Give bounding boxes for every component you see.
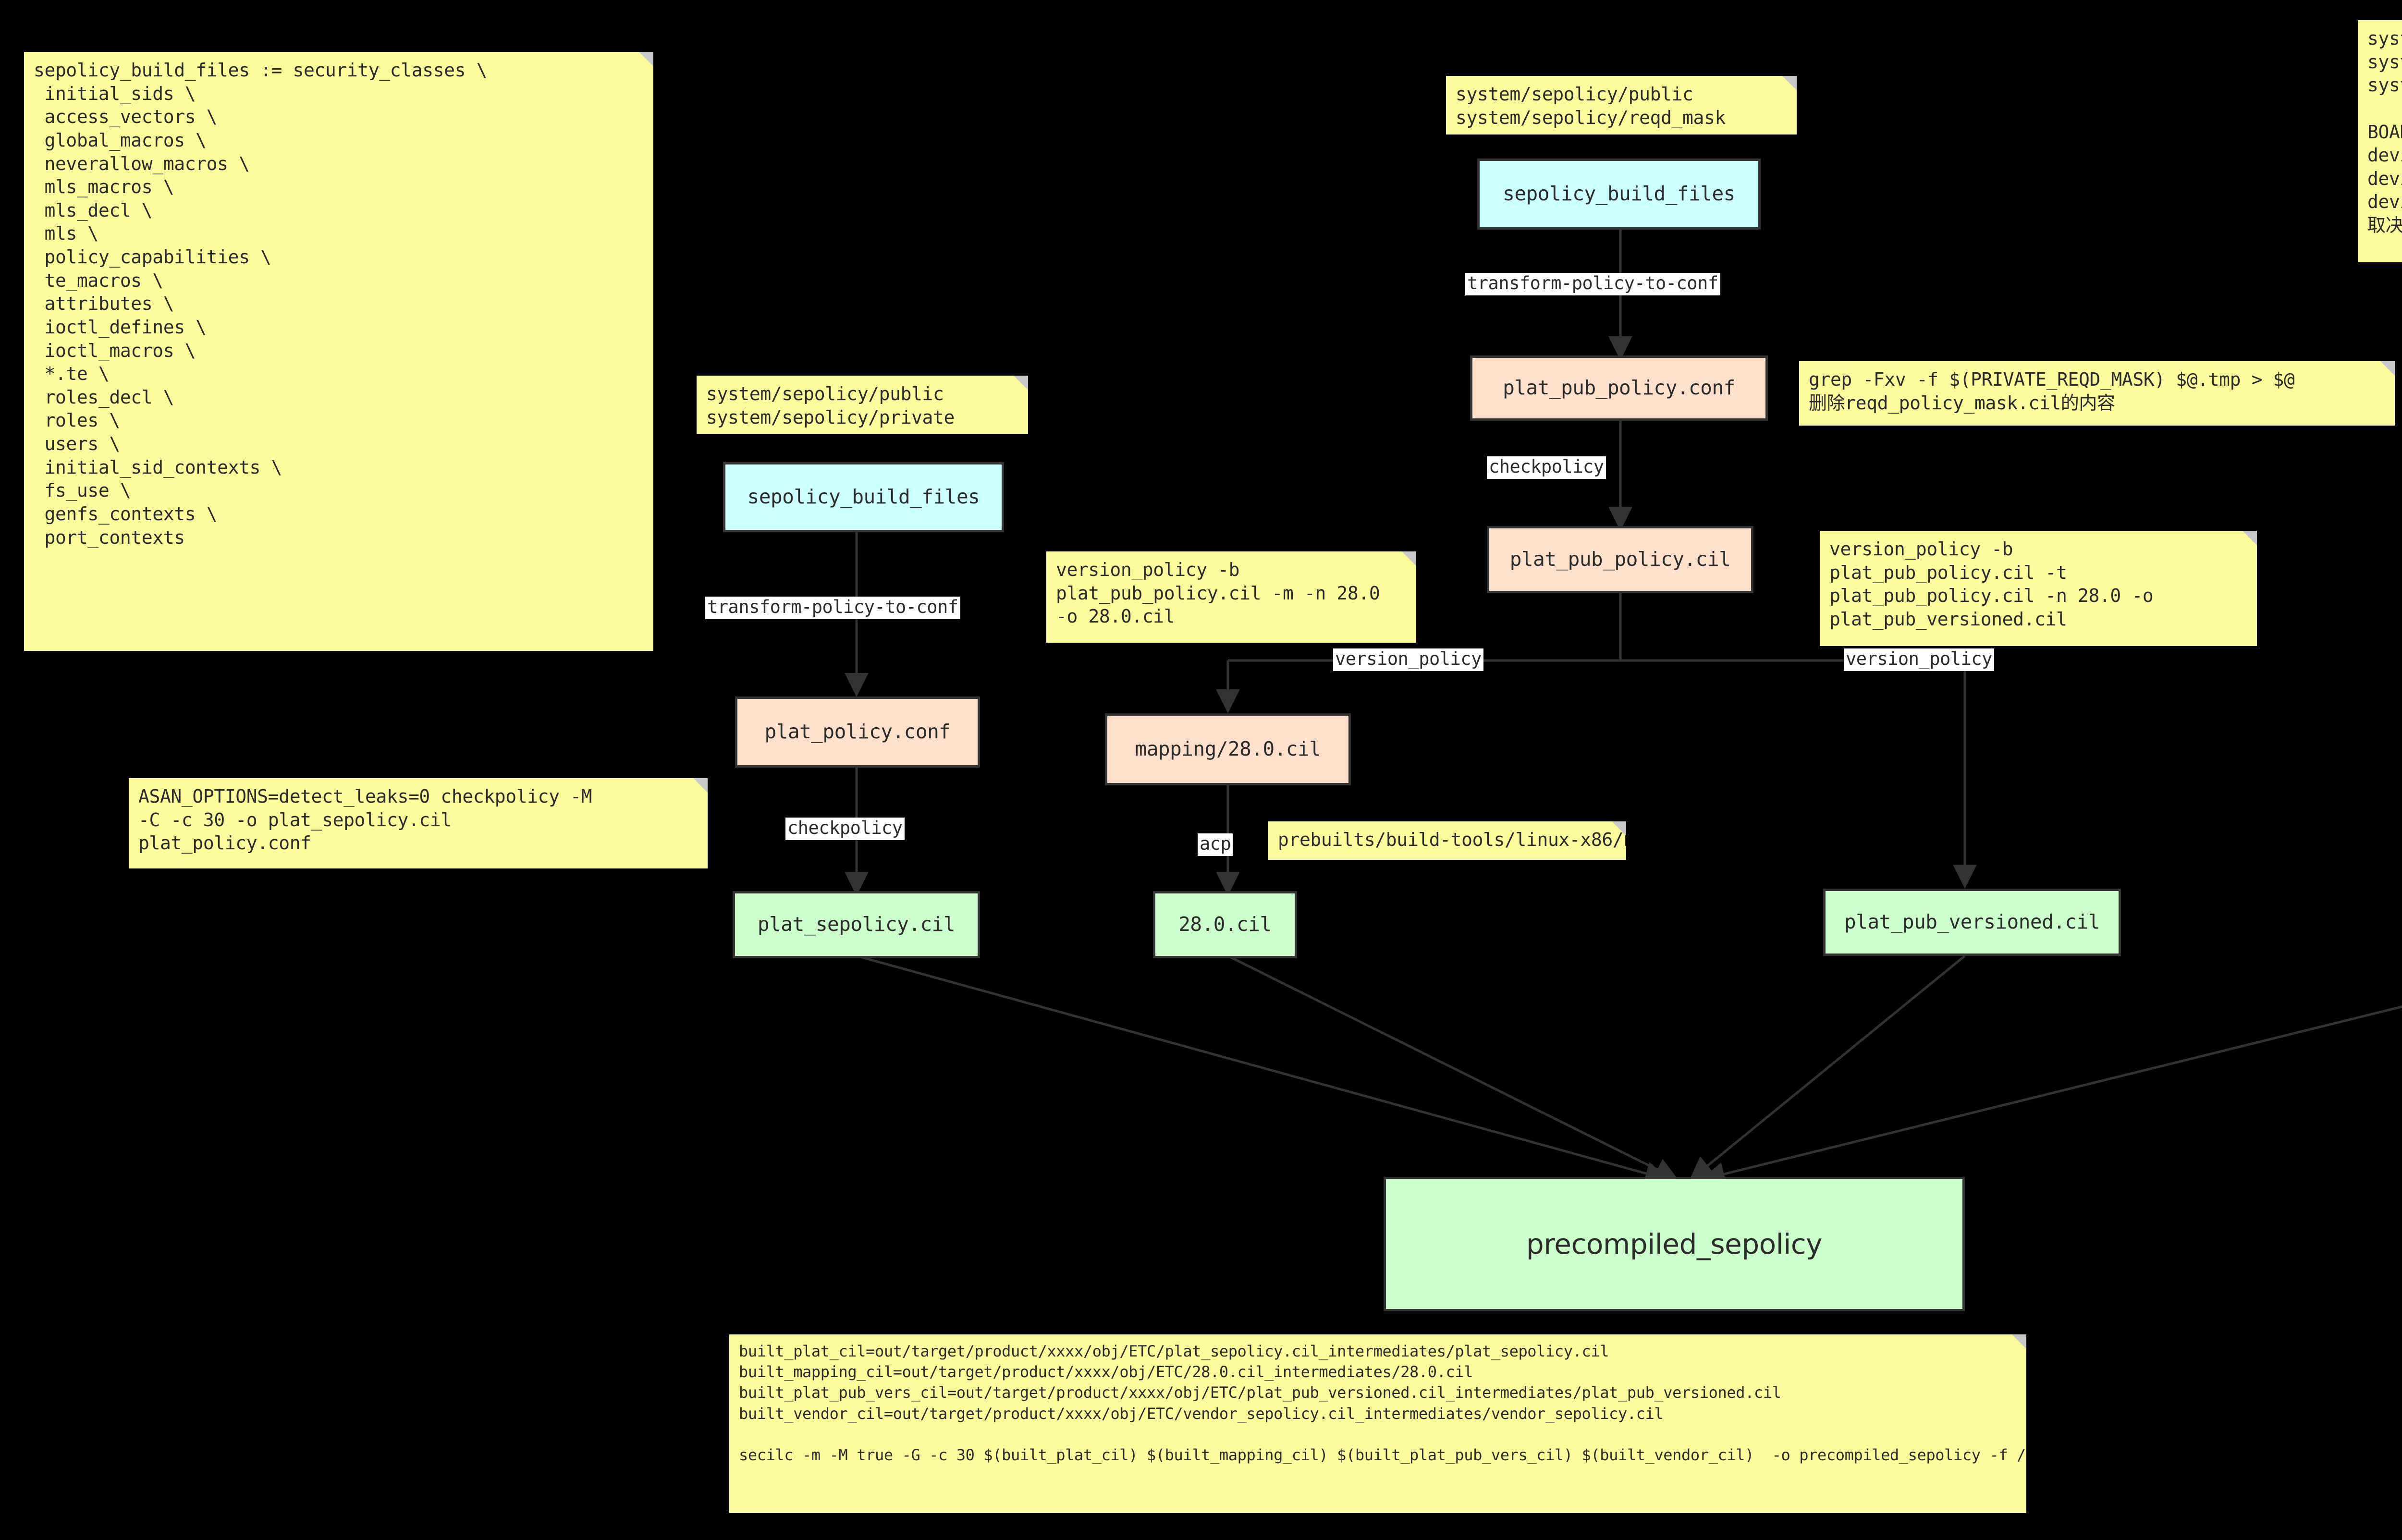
- note-plat-dirs: system/sepolicy/public system/sepolicy/p…: [697, 376, 1028, 434]
- node-plat-policy-conf[interactable]: plat_policy.conf: [735, 697, 980, 768]
- note-sepolicy-build-files-list: sepolicy_build_files := security_classes…: [24, 52, 653, 651]
- edge-label-checkpolicy-plat: checkpolicy: [785, 818, 905, 840]
- note-pub-dirs: system/sepolicy/public system/sepolicy/r…: [1446, 76, 1797, 134]
- note-version-policy-mapping-command: version_policy -b plat_pub_policy.cil -m…: [1046, 551, 1416, 643]
- node-plat-pub-policy-conf[interactable]: plat_pub_policy.conf: [1470, 355, 1768, 421]
- note-vendor-dirs: system/sepolicy/public system/sepolicy/r…: [2358, 20, 2402, 262]
- note-checkpolicy-plat-command: ASAN_OPTIONS=detect_leaks=0 checkpolicy …: [129, 778, 708, 868]
- note-acp-path: prebuilts/build-tools/linux-x86/bin/acp: [1268, 821, 1626, 860]
- node-plat-pub-policy-cil[interactable]: plat_pub_policy.cil: [1487, 526, 1753, 593]
- note-version-policy-versioned-command: version_policy -b plat_pub_policy.cil -t…: [1820, 531, 2257, 646]
- note-secilc-command: built_plat_cil=out/target/product/xxxx/o…: [729, 1334, 2026, 1513]
- node-plat-pub-versioned-cil[interactable]: plat_pub_versioned.cil: [1823, 889, 2121, 956]
- note-grep-command: grep -Fxv -f $(PRIVATE_REQD_MASK) $@.tmp…: [1799, 361, 2395, 426]
- node-precompiled-sepolicy[interactable]: precompiled_sepolicy: [1384, 1177, 1965, 1311]
- node-mapping-28-cil[interactable]: mapping/28.0.cil: [1105, 713, 1351, 785]
- edge-label-transform-plat: transform-policy-to-conf: [705, 597, 960, 619]
- node-sepolicy-build-files-plat[interactable]: sepolicy_build_files: [723, 462, 1004, 532]
- edge-label-transform-pub: transform-policy-to-conf: [1465, 273, 1720, 295]
- edge-label-version-policy-right: version_policy: [1844, 648, 1994, 671]
- edge-label-checkpolicy-pub: checkpolicy: [1487, 456, 1606, 479]
- node-sepolicy-build-files-pub[interactable]: sepolicy_build_files: [1477, 159, 1761, 230]
- edge-label-version-policy-left: version_policy: [1333, 648, 1483, 671]
- node-28-cil[interactable]: 28.0.cil: [1153, 891, 1297, 958]
- node-plat-sepolicy-cil[interactable]: plat_sepolicy.cil: [733, 891, 980, 958]
- edge-label-acp: acp: [1198, 833, 1233, 856]
